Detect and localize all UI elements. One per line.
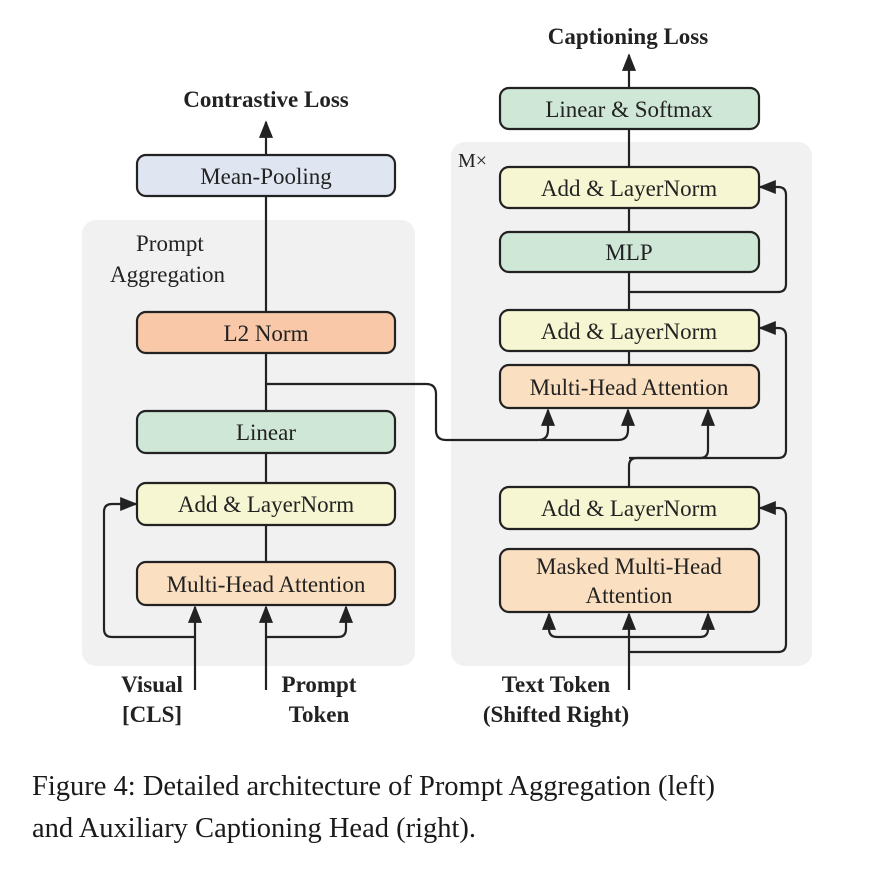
- right-add-norm-top-label: Add & LayerNorm: [541, 176, 717, 201]
- masked-mha-label-line1: Masked Multi-Head: [536, 554, 722, 579]
- contrastive-loss-label: Contrastive Loss: [183, 87, 349, 112]
- right-add-norm-mid-label: Add & LayerNorm: [541, 319, 717, 344]
- text-token-label-line1: Text Token: [502, 672, 611, 697]
- figure-caption: Figure 4: Detailed architecture of Promp…: [32, 766, 872, 850]
- linear-box: Linear: [135, 409, 397, 455]
- l2-norm-box: L2 Norm: [135, 310, 397, 355]
- prompt-input-label-line1: Prompt: [282, 672, 357, 697]
- masked-mha-label-line2: Attention: [586, 583, 673, 608]
- left-add-norm-label: Add & LayerNorm: [178, 492, 354, 517]
- left-mha-label: Multi-Head Attention: [167, 572, 366, 597]
- left-add-norm-box: Add & LayerNorm: [135, 481, 397, 527]
- visual-input-label-line1: Visual: [121, 672, 183, 697]
- captioning-loss-label: Captioning Loss: [548, 24, 708, 49]
- text-token-label-line2: (Shifted Right): [483, 702, 629, 727]
- visual-input-label-line2: [CLS]: [122, 702, 182, 727]
- right-add-norm-bottom-box: Add & LayerNorm: [498, 485, 761, 531]
- right-add-norm-bottom-label: Add & LayerNorm: [541, 496, 717, 521]
- repeat-label: M×: [458, 150, 487, 172]
- cross-attention-label: Multi-Head Attention: [530, 375, 729, 400]
- mean-pooling-box: Mean-Pooling: [135, 153, 397, 198]
- right-add-norm-top-box: Add & LayerNorm: [498, 165, 761, 210]
- right-add-norm-mid-box: Add & LayerNorm: [498, 308, 761, 353]
- mlp-box: MLP: [498, 230, 761, 274]
- masked-mha-box: Masked Multi-Head Attention: [498, 547, 761, 614]
- linear-label: Linear: [236, 420, 296, 445]
- mean-pooling-label: Mean-Pooling: [200, 164, 332, 189]
- l2-norm-label: L2 Norm: [224, 321, 309, 346]
- linear-softmax-label: Linear & Softmax: [545, 97, 713, 122]
- linear-softmax-box: Linear & Softmax: [498, 86, 761, 131]
- prompt-input-label-line2: Token: [289, 702, 350, 727]
- left-mha-box: Multi-Head Attention: [135, 560, 397, 607]
- caption-line-2: and Auxiliary Captioning Head (right).: [32, 813, 477, 844]
- caption-line-1: Figure 4: Detailed architecture of Promp…: [32, 771, 715, 802]
- mlp-label: MLP: [605, 240, 652, 265]
- panel-label-line2: Aggregation: [110, 262, 225, 287]
- cross-attention-box: Multi-Head Attention: [498, 363, 761, 410]
- panel-label-line1: Prompt: [136, 231, 204, 256]
